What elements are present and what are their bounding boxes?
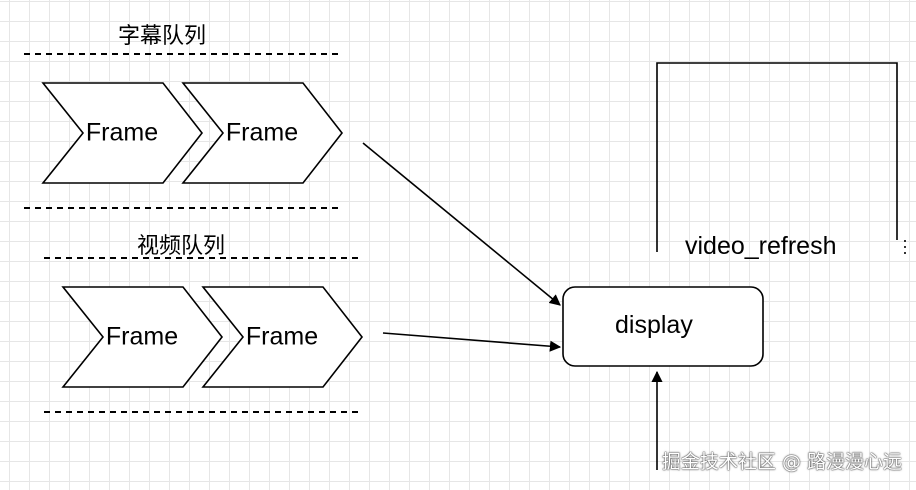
subtitle-frame-chevron-1 (41, 82, 204, 184)
video-frame-label-2: Frame (245, 322, 319, 351)
subtitle-queue-title: 字幕队列 (118, 24, 207, 49)
video-queue-title: 视频队列 (137, 234, 226, 259)
subtitle-frame-chevron-2 (181, 82, 344, 184)
video-refresh-label: video_refresh (685, 232, 837, 260)
video-frame-chevron-1 (61, 286, 224, 388)
display-label: display (615, 311, 693, 339)
video-to-display-arrow (382, 332, 562, 352)
video-refresh-loop-line (656, 62, 898, 252)
subtitle-frame-label-1: Frame (85, 118, 159, 147)
watermark-text: 掘金技术社区 @ 路漫漫心远 (661, 451, 902, 473)
subtitle-frame-label-2: Frame (225, 118, 299, 147)
display-box (562, 286, 764, 367)
subtitle-to-display-arrow (362, 142, 561, 306)
video-frame-label-1: Frame (105, 322, 179, 351)
video-frame-chevron-2 (201, 286, 364, 388)
